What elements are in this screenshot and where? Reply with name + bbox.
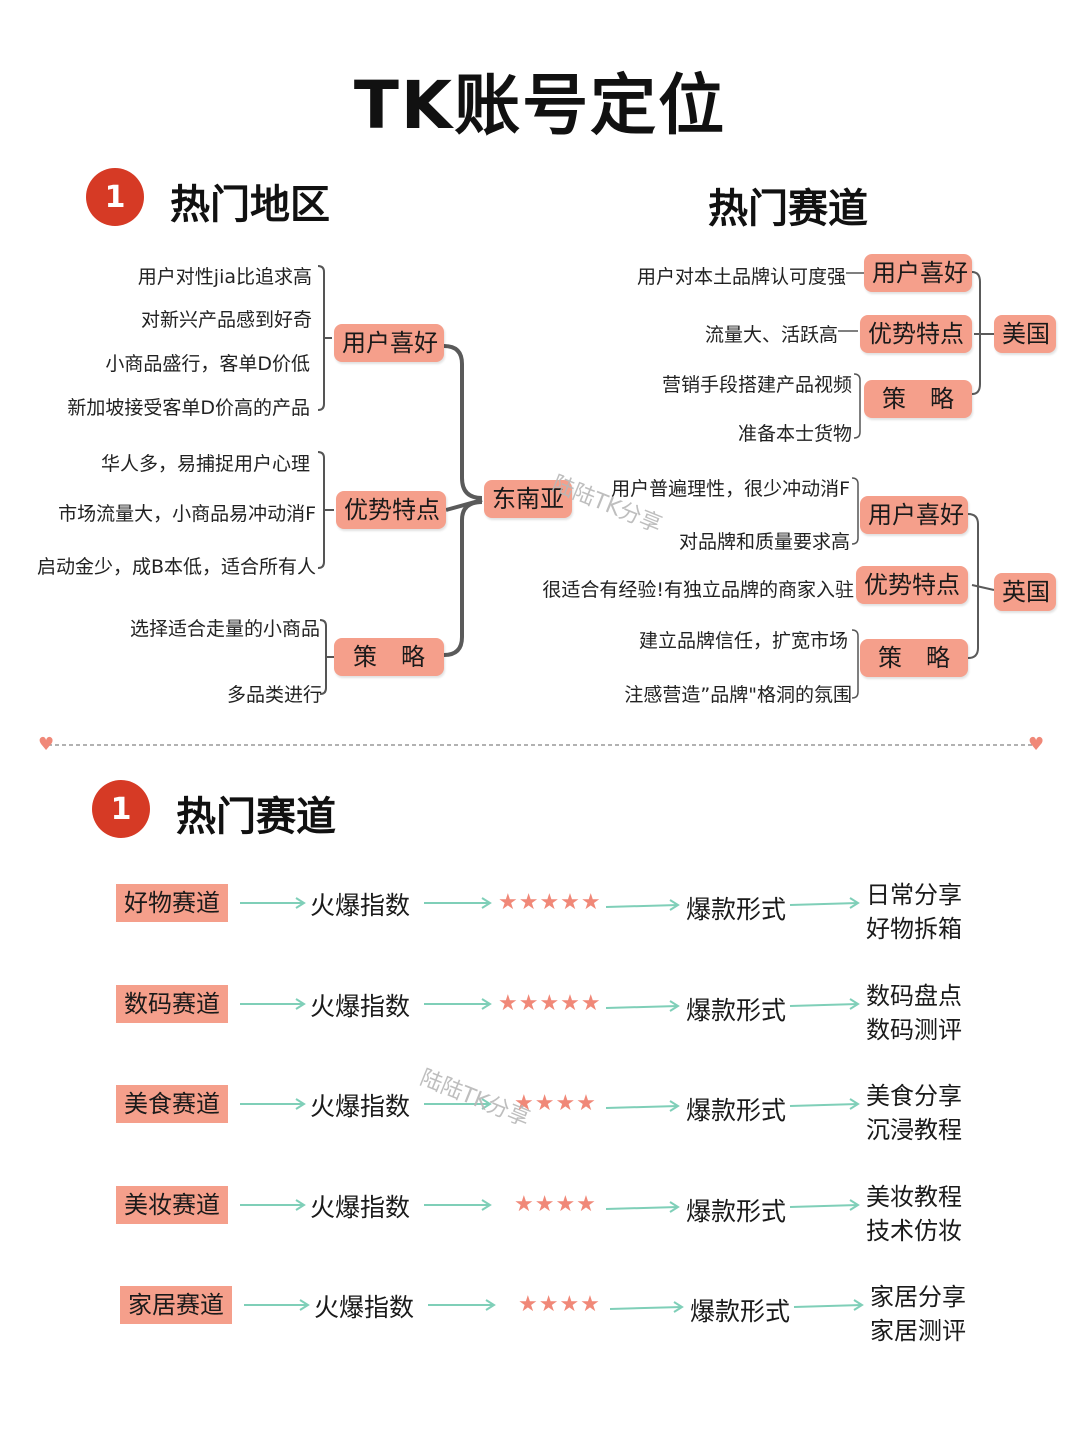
heat-index-label: 火爆指数	[314, 1293, 415, 1322]
us-note: 用户对本土品牌认可度强	[636, 266, 846, 288]
uk-note: 建立品牌信任，扩宽市场	[638, 630, 848, 652]
uk-preference-pill: 用户喜好	[860, 496, 968, 534]
track-label: 数码赛道	[116, 985, 228, 1023]
heat-index-label: 火爆指数	[310, 1092, 411, 1121]
track-label: 好物赛道	[116, 884, 228, 922]
heat-index-label: 火爆指数	[310, 891, 411, 920]
uk-strategy-pill: 策 略	[860, 639, 968, 677]
divider-heart-left-icon: ♥	[38, 734, 55, 755]
track-label: 美妆赛道	[116, 1186, 228, 1224]
us-center-pill: 美国	[994, 315, 1056, 353]
sea-note: 选择适合走量的小商品	[129, 618, 320, 640]
sea-note: 新加坡接受客单D价高的产品	[67, 397, 310, 419]
hit-format-label: 爆款形式	[686, 895, 787, 924]
sea-preference-pill: 用户喜好	[334, 324, 444, 362]
hit-format-label: 爆款形式	[690, 1297, 791, 1326]
uk-note: 注感营造”品牌"格洞的氛围	[624, 684, 852, 706]
hit-format-item: 数码盘点	[866, 982, 962, 1010]
star-rating: ★★★★	[514, 1091, 597, 1116]
hit-format-item: 沉浸教程	[866, 1116, 962, 1144]
hit-format-item: 技术仿妆	[866, 1217, 962, 1245]
hit-format-item: 家居测评	[870, 1317, 966, 1345]
hit-format-label: 爆款形式	[686, 1096, 787, 1125]
uk-note: 用户普遍理性，很少冲动消F	[611, 478, 850, 500]
star-rating: ★★★★★	[498, 991, 602, 1016]
star-rating: ★★★★	[518, 1292, 601, 1317]
uk-center-pill: 英国	[994, 573, 1056, 611]
hit-format-item: 数码测评	[866, 1016, 962, 1044]
section1-badge: 1	[86, 168, 144, 226]
uk-note: 对品牌和质量要求高	[678, 531, 850, 553]
uk-advantage-pill: 优势特点	[856, 566, 968, 604]
us-strategy-pill: 策 略	[864, 380, 972, 418]
sea-note: 小商品盛行，客单D价低	[105, 353, 310, 375]
hit-format-item: 美妆教程	[866, 1183, 962, 1211]
sea-note: 启动金少，成B本低，适合所有人	[36, 556, 316, 578]
sea-center-pill: 东南亚	[484, 480, 572, 518]
us-note: 流量大、活跃高	[704, 324, 838, 346]
us-preference-pill: 用户喜好	[864, 254, 972, 292]
section1-left-title: 热门地区	[170, 182, 330, 228]
hit-format-item: 好物拆箱	[866, 915, 962, 943]
hit-format-label: 爆款形式	[686, 996, 787, 1025]
us-advantage-pill: 优势特点	[860, 315, 972, 353]
uk-note: 很适合有经验!有独立品牌的商家入驻	[542, 579, 854, 601]
sea-strategy-pill: 策 略	[334, 638, 444, 676]
hit-format-item: 日常分享	[866, 881, 962, 909]
star-rating: ★★★★★	[498, 890, 602, 915]
sea-note: 华人多，易捕捉用户心理	[100, 453, 310, 475]
sea-note: 用户对性jia比追求高	[137, 266, 312, 288]
sea-note: 市场流量大，小商品易冲动消F	[58, 503, 316, 525]
heat-index-label: 火爆指数	[310, 1193, 411, 1222]
page-title: TK账号定位	[353, 67, 727, 144]
hit-format-label: 爆款形式	[686, 1197, 787, 1226]
section2-badge: 1	[92, 780, 150, 838]
hit-format-item: 美食分享	[866, 1082, 962, 1110]
sea-advantage-pill: 优势特点	[336, 491, 446, 529]
sea-note: 多品类进行	[226, 684, 322, 706]
divider-heart-right-icon: ♥	[1028, 734, 1045, 755]
us-note: 准备本士货物	[737, 423, 852, 445]
track-label: 美食赛道	[116, 1085, 228, 1123]
section2-title: 热门赛道	[176, 794, 336, 840]
hit-format-item: 家居分享	[870, 1283, 966, 1311]
star-rating: ★★★★	[514, 1192, 597, 1217]
heat-index-label: 火爆指数	[310, 992, 411, 1021]
track-label: 家居赛道	[120, 1286, 232, 1324]
sea-note: 对新兴产品感到好奇	[140, 309, 312, 331]
section1-right-title: 热门赛道	[708, 186, 868, 232]
us-note: 营销手段搭建产品视频	[661, 374, 852, 396]
